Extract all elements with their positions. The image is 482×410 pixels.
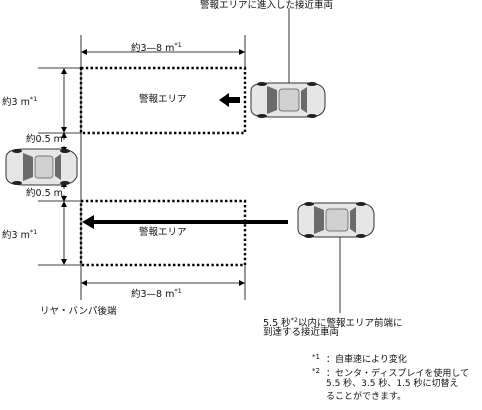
warning-zone-bottom: [79, 199, 247, 267]
vehicle-in-zone: [250, 82, 326, 118]
footnote-2: *2：センタ・ディスプレイを使用して: [312, 367, 470, 379]
footnote-2-line3: ることができます。: [326, 392, 407, 402]
approaching-vehicle: [297, 202, 375, 238]
approach-arrow-top: [219, 93, 240, 107]
footnote-2-line2: 5.5 秒、3.5 秒、1.5 秒に切替え: [326, 379, 459, 389]
label-width-top: 約3—8 m*1: [131, 41, 182, 54]
label-gap-top: 約0.5 m: [26, 134, 63, 145]
label-gap-bottom: 約0.5 m: [26, 188, 63, 199]
approach-arrow-bottom: [82, 215, 288, 229]
label-zone-bottom: 警報エリア: [139, 227, 187, 238]
label-zone-top: 警報エリア: [139, 94, 187, 105]
warning-zone-top: [79, 66, 247, 135]
label-top-vehicle: 警報エリアに進入した接近車両: [200, 0, 334, 11]
own-vehicle: [5, 148, 78, 186]
footnote-1: *1：自車速により変化: [312, 353, 407, 365]
label-rear-bumper: リヤ・バンパ後端: [40, 306, 117, 317]
label-height-bottom: 約3 m*1: [2, 228, 38, 241]
label-approaching-line2: 到達する接近車両: [263, 327, 340, 338]
label-approaching-line1: 5.5 秒*2以内に警報エリア前端に: [263, 316, 403, 329]
label-width-bottom: 約3—8 m*1: [131, 287, 182, 300]
label-height-top: 約3 m*1: [2, 95, 38, 108]
